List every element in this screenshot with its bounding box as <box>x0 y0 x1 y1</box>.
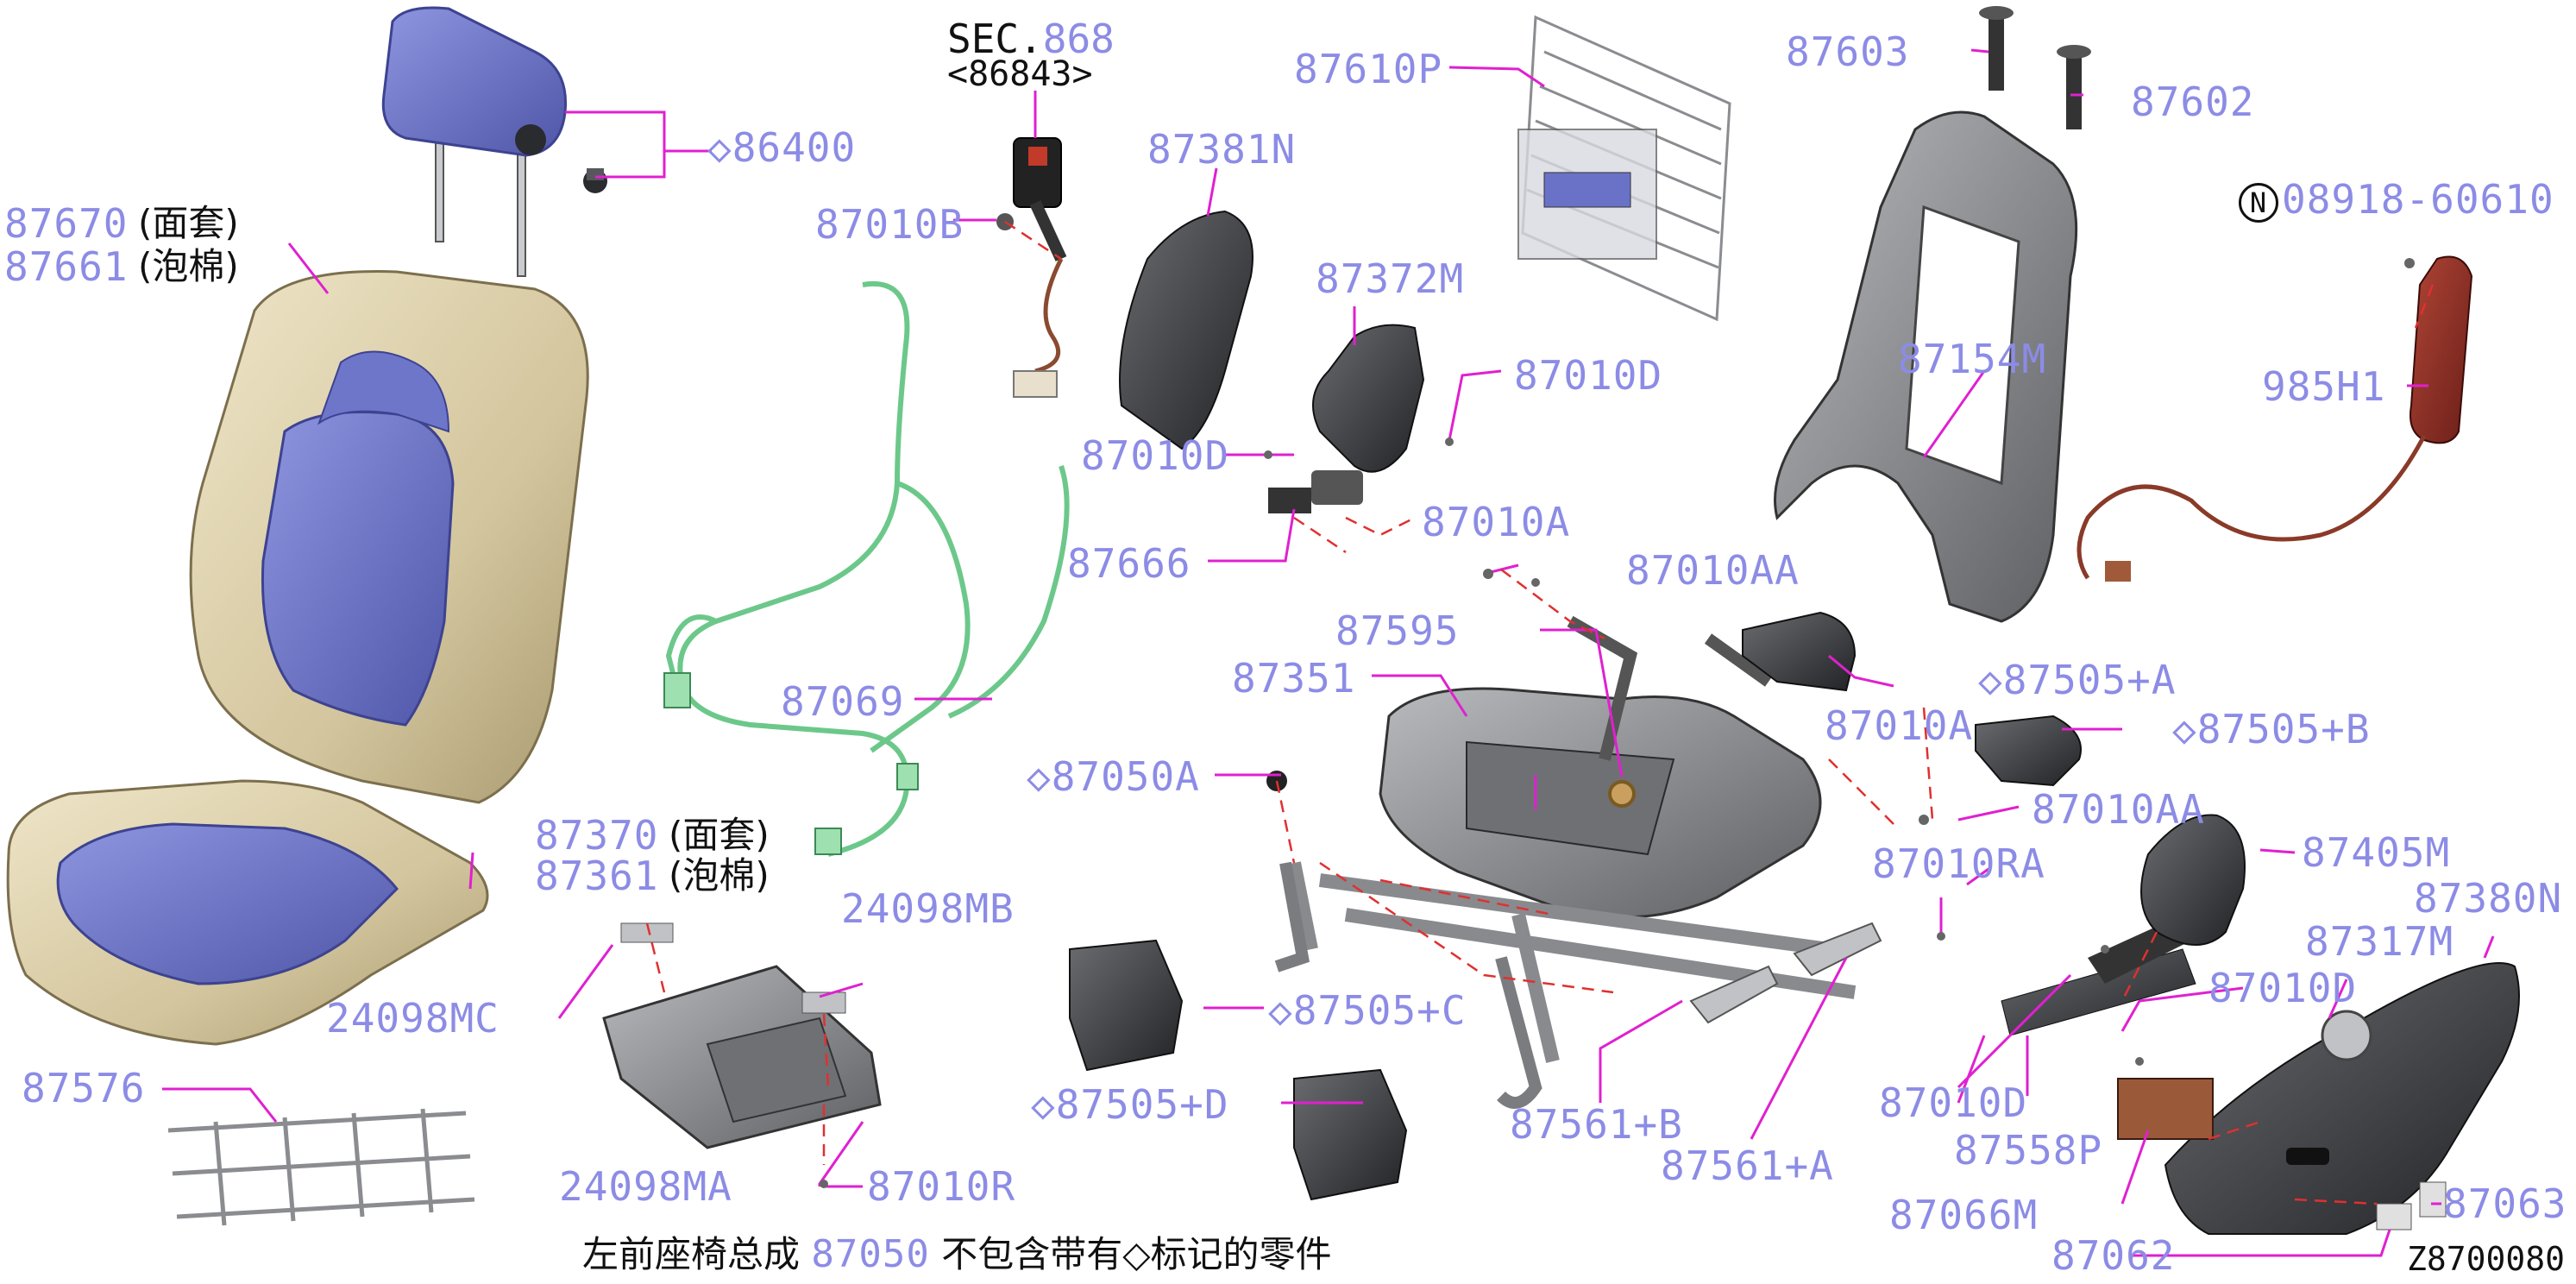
label-sec-ref: SEC.868 <box>947 19 1115 59</box>
label-sec-sub: <86843> <box>947 54 1093 94</box>
label-24098MA: 24098MA <box>559 1163 732 1210</box>
label-87610P: 87610P <box>1294 46 1443 92</box>
label-87602: 87602 <box>2131 79 2255 125</box>
dashed-connectors <box>645 220 2435 1205</box>
label-87372M: 87372M <box>1316 255 1465 302</box>
cushion-spring-mat <box>167 1108 475 1226</box>
seat-switch-assy <box>2001 915 2214 1140</box>
label-87505B: ◇87505+B <box>2172 706 2371 752</box>
label-24098MB: 24098MB <box>841 885 1015 932</box>
seatback-cover-foam <box>189 270 589 804</box>
label-87351: 87351 <box>1232 655 1356 702</box>
side-trim-upper <box>1119 210 1253 450</box>
label-985H1: 985H1 <box>2262 363 2386 410</box>
label-87010RA: 87010RA <box>1872 840 2045 887</box>
label-87063: 87063 <box>2443 1180 2567 1227</box>
recliner-cover-bracket <box>1268 324 1425 513</box>
label-sec-num: 868 <box>1042 16 1115 62</box>
drawing-id: Z8700080 <box>2407 1240 2566 1278</box>
label-08918-mark: N <box>2239 182 2278 223</box>
rail-brackets <box>1689 922 1882 1024</box>
caption-after: 不包含带有◇标记的零件 <box>941 1233 1332 1275</box>
label-87062: 87062 <box>2051 1232 2176 1279</box>
label-87010R: 87010R <box>867 1163 1016 1210</box>
label-87558P: 87558P <box>1954 1127 2103 1174</box>
leader-lines <box>162 48 2495 1257</box>
seatback-frame <box>1774 6 2091 623</box>
label-87370-note: (面套) <box>669 814 770 856</box>
label-87380N: 87380N <box>2414 875 2563 922</box>
seat-side-shield <box>2164 962 2520 1235</box>
label-87576: 87576 <box>22 1065 146 1111</box>
headrest <box>381 6 607 277</box>
label-87010A-a: 87010A <box>1422 499 1571 545</box>
label-87666: 87666 <box>1067 540 1191 587</box>
caption-before: 左前座椅总成 <box>582 1233 801 1275</box>
label-87010D-a: 87010D <box>1514 352 1663 399</box>
label-87561A: 87561+A <box>1661 1142 1834 1189</box>
label-87381N: 87381N <box>1147 126 1297 173</box>
label-87010D-c: 87010D <box>2208 965 2358 1011</box>
label-87670: 87670 <box>4 200 129 247</box>
seatbelt-buckle <box>996 137 1067 398</box>
label-87069: 87069 <box>781 678 905 725</box>
seat-cushion-frame <box>1266 615 1857 1109</box>
label-87317M: 87317M <box>2305 918 2454 965</box>
label-24098MC: 24098MC <box>326 995 499 1042</box>
label-87670-note: (面套) <box>138 202 239 244</box>
wire-harness <box>663 280 1070 857</box>
label-08918-num: 08918-60610 <box>2282 176 2554 223</box>
label-87010D-b: 87010D <box>1081 432 1230 479</box>
cushion-lower-plate <box>602 922 882 1149</box>
label-87010A-b: 87010A <box>1825 702 1974 749</box>
cushion-side-trim <box>2140 814 2246 946</box>
label-87661: 87661 <box>4 243 129 290</box>
label-87010B: 87010B <box>815 201 964 248</box>
seat-cushion-cover-foam <box>6 779 489 1046</box>
label-87361: 87361 <box>535 853 659 899</box>
label-sec-text: SEC. <box>947 16 1043 62</box>
caption-part: 87050 <box>811 1232 930 1276</box>
seatback-spring-frame <box>1517 15 1731 322</box>
label-87370: 87370 <box>535 812 659 859</box>
label-87505A: ◇87505+A <box>1978 657 2177 703</box>
caption: 左前座椅总成 87050 不包含带有◇标记的零件 <box>582 1236 1332 1274</box>
label-87010AA-b: 87010AA <box>2032 786 2205 833</box>
label-87050A: ◇87050A <box>1027 753 1200 800</box>
label-87405M: 87405M <box>2302 829 2451 876</box>
label-87066M: 87066M <box>1889 1192 2039 1238</box>
label-87154M: 87154M <box>1898 336 2047 382</box>
fasteners <box>820 258 2415 1188</box>
label-87561B: 87561+B <box>1510 1101 1683 1148</box>
label-87595: 87595 <box>1335 607 1460 654</box>
label-87661-note: (泡棉) <box>138 245 239 287</box>
label-86400: ◇86400 <box>707 124 857 171</box>
label-87505D: ◇87505+D <box>1031 1081 1229 1128</box>
label-87603: 87603 <box>1786 28 1910 75</box>
label-87010D-d: 87010D <box>1879 1079 2028 1126</box>
side-airbag-module <box>2077 255 2473 582</box>
label-87361-note: (泡棉) <box>669 854 770 897</box>
label-87505C: ◇87505+C <box>1268 987 1467 1034</box>
label-87010AA-a: 87010AA <box>1626 547 1800 594</box>
